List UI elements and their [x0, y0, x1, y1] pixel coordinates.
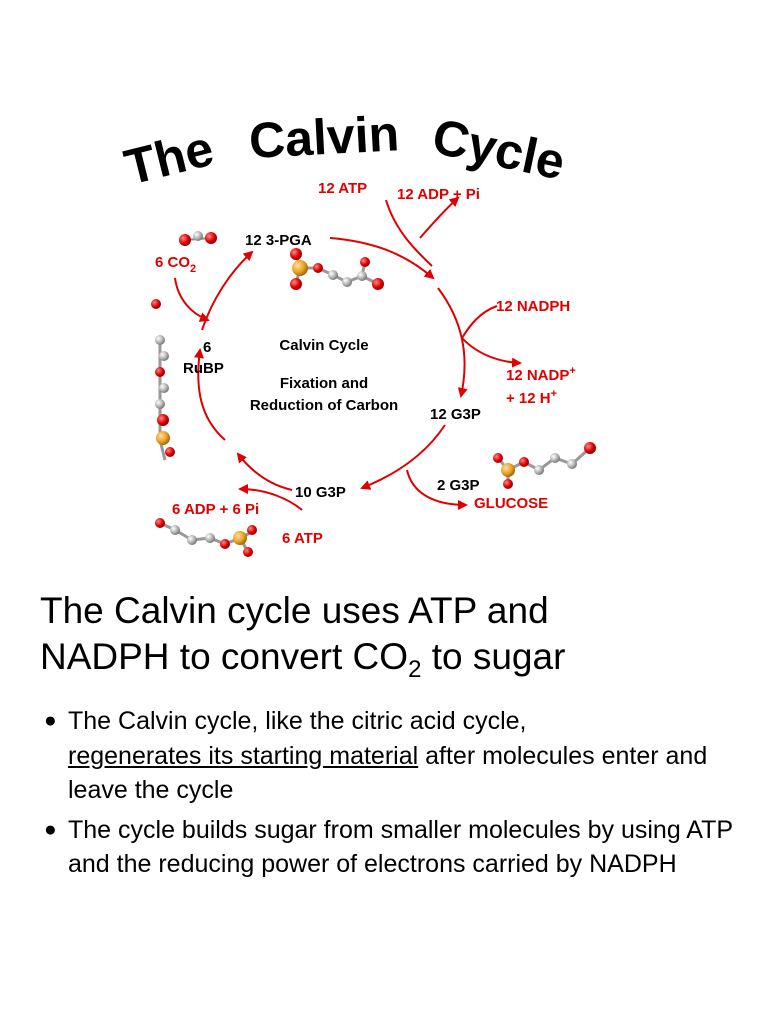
label-6-adp-6-pi: 6 ADP + 6 Pi [172, 501, 259, 518]
adp-molecule [155, 518, 257, 557]
bullet-item: ● The cycle builds sugar from smaller mo… [44, 813, 756, 882]
arrow-co2-in [174, 277, 210, 322]
arrow-lower-left [194, 348, 226, 441]
arrow-nadph-in [461, 305, 498, 339]
co2-sub: 2 [190, 263, 196, 275]
label-12-adp-pi: 12 ADP + Pi [397, 186, 480, 203]
arrow-rubp-to-pga [201, 250, 254, 331]
label-6-atp: 6 ATP [282, 530, 323, 547]
arrow-adp-out [419, 196, 460, 239]
label-12-h: + 12 H+ [506, 388, 557, 407]
title-word-calvin: Calvin [248, 105, 401, 169]
calvin-cycle-diagram: The Calvin Cycle 12 ATP 12 ADP + Pi 12 3… [119, 105, 596, 557]
arrow-to-12-g3p [437, 287, 468, 398]
co2-main: 6 CO [155, 254, 190, 271]
heading-line-2-b: to sugar [421, 636, 566, 677]
title-word-the: The [119, 120, 219, 196]
bullet-1-underlined: regenerates its starting material [68, 741, 419, 770]
bullet-1-text-a: The Calvin cycle, like the citric acid c… [68, 707, 527, 735]
heading-line-2-a: NADPH to convert CO [40, 636, 409, 677]
label-6-co2: 6 CO2 [155, 254, 196, 275]
center-title: Calvin Cycle [279, 337, 368, 354]
h-sup: + [551, 388, 557, 400]
arrow-nadp-out [461, 337, 522, 368]
arrow-atp-in [385, 199, 433, 267]
title-word-cycle: Cycle [428, 108, 570, 191]
bullet-1-text-b: after molecules enter and leave the cycl… [68, 741, 708, 805]
diagram-title: The Calvin Cycle [119, 105, 570, 195]
glucose-g3p-molecule [493, 442, 596, 489]
label-rubp-number: 6 [203, 339, 211, 356]
slide-heading: The Calvin cycle uses ATP and NADPH to c… [40, 588, 760, 683]
label-glucose: GLUCOSE [474, 495, 548, 512]
label-12-nadp: 12 NADP+ [506, 365, 576, 384]
label-rubp: RuBP [183, 360, 224, 377]
rubp-molecule [151, 299, 175, 461]
label-12-3-pga: 12 3-PGA [245, 232, 312, 249]
cycle-arrows [174, 196, 522, 511]
label-12-nadph: 12 NADPH [496, 298, 570, 315]
arrow-adp6-out [238, 484, 303, 511]
bullet-marker: ● [44, 709, 57, 732]
heading-line-2: NADPH to convert CO2 to sugar [40, 634, 760, 683]
nadp-sup: + [569, 365, 575, 377]
label-12-atp: 12 ATP [318, 180, 367, 197]
center-line-1: Fixation and [280, 375, 368, 392]
diagram-labels: 12 ATP 12 ADP + Pi 12 3-PGA 6 CO2 6 RuBP… [155, 180, 576, 547]
pga-molecule [290, 248, 384, 290]
arrow-pga-to-g3p-top [329, 237, 435, 280]
co2-molecule [179, 231, 217, 246]
arrow-glucose-out [406, 469, 468, 510]
arrow-to-10-g3p [360, 424, 446, 490]
label-12-g3p: 12 G3P [430, 406, 481, 423]
bullet-list: ● The Calvin cycle, like the citric acid… [44, 704, 756, 887]
heading-line-2-sub: 2 [408, 656, 422, 683]
arrow-10g3p-to-rubp [236, 452, 293, 491]
label-2-g3p: 2 G3P [437, 477, 480, 494]
h-main: + 12 H [506, 390, 551, 407]
bullet-item: ● The Calvin cycle, like the citric acid… [44, 704, 756, 808]
bullet-marker: ● [44, 817, 57, 841]
heading-line-1: The Calvin cycle uses ATP and [40, 590, 549, 631]
center-line-2: Reduction of Carbon [250, 397, 398, 414]
bullet-2-text: The cycle builds sugar from smaller mole… [68, 815, 733, 879]
nadp-main: 12 NADP [506, 367, 569, 384]
label-10-g3p: 10 G3P [295, 484, 346, 501]
